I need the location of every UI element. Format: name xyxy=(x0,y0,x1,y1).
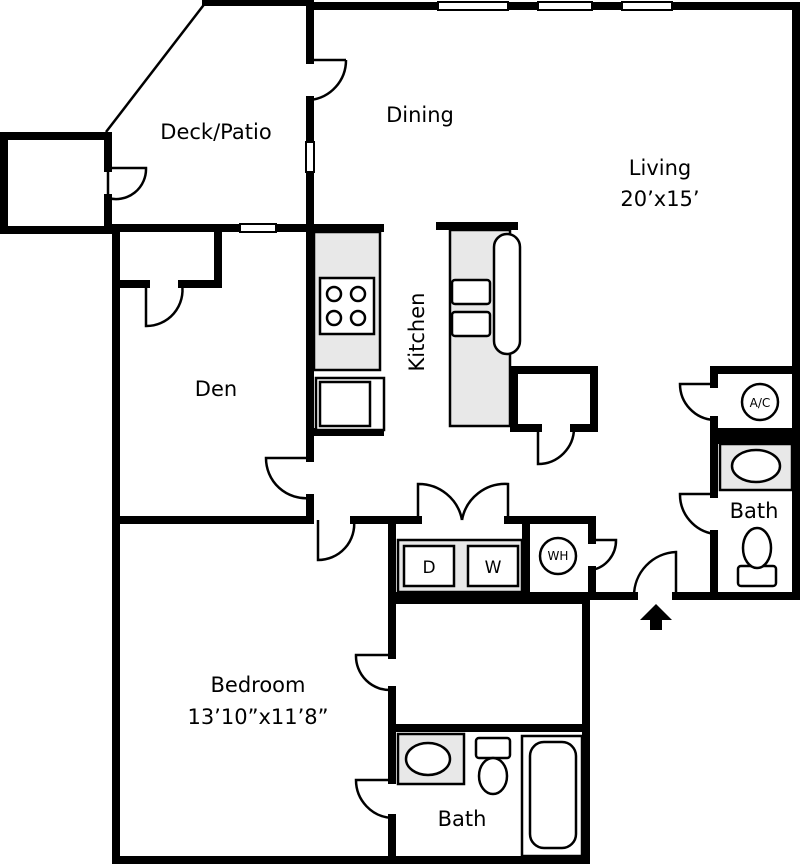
bedroom-label: Bedroom xyxy=(211,673,306,697)
kitchen-label: Kitchen xyxy=(405,293,429,372)
washer-label: W xyxy=(485,558,502,578)
main-bath-label: Bath xyxy=(438,807,487,831)
entry-arrow-icon xyxy=(640,604,672,630)
dryer-label: D xyxy=(422,558,435,578)
deck-label: Deck/Patio xyxy=(160,120,271,144)
living-label: Living xyxy=(629,156,691,180)
ac-label: A/C xyxy=(750,396,771,410)
main-bath-fixtures xyxy=(396,732,584,858)
washer xyxy=(466,544,520,588)
den-label: Den xyxy=(195,377,237,401)
utility-fixtures xyxy=(396,382,780,594)
dining-label: Dining xyxy=(386,103,454,127)
dryer xyxy=(402,544,456,588)
bedroom-size: 13’10”x11’8” xyxy=(187,705,328,729)
water-heater-label: WH xyxy=(548,549,569,563)
doors xyxy=(107,58,715,820)
hall-bath-fixtures xyxy=(718,442,794,588)
ac-unit xyxy=(740,382,780,422)
water-heater xyxy=(538,536,578,576)
hall-bath-label: Bath xyxy=(730,499,779,523)
windows xyxy=(239,1,673,233)
kitchen-fixtures xyxy=(312,228,522,432)
living-size: 20’x15’ xyxy=(620,187,699,211)
